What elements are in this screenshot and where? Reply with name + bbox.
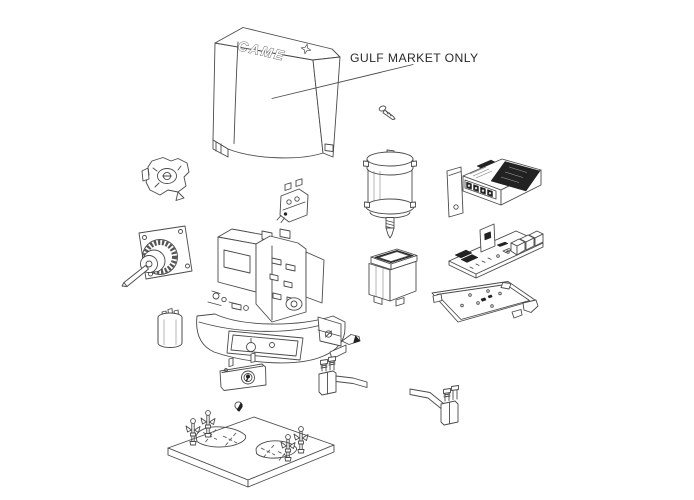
control-board-assembly bbox=[446, 158, 542, 218]
limit-bracket-right bbox=[409, 385, 459, 426]
foundation-plate bbox=[167, 410, 335, 488]
came-symbol-icon bbox=[300, 43, 312, 55]
release-knob-assembly bbox=[121, 225, 193, 287]
capacitor bbox=[157, 308, 183, 348]
motor bbox=[363, 149, 417, 239]
leader-line bbox=[271, 64, 414, 99]
heatsink bbox=[490, 161, 541, 192]
control-pcb bbox=[448, 223, 544, 279]
cam-lever bbox=[324, 330, 361, 345]
release-key bbox=[234, 401, 243, 412]
annotation-group: GULF MARKET ONLY bbox=[271, 51, 479, 99]
limit-bracket-left bbox=[318, 356, 368, 396]
gearbox-housing bbox=[196, 228, 347, 364]
product-cover: CAME bbox=[212, 27, 341, 159]
release-door bbox=[219, 352, 267, 391]
gulf-market-label: GULF MARKET ONLY bbox=[350, 51, 479, 65]
transformer bbox=[368, 248, 418, 307]
screw-icon bbox=[378, 105, 396, 120]
microswitch bbox=[276, 178, 309, 223]
mounting-plate bbox=[431, 281, 539, 323]
gate-footprint-right bbox=[255, 440, 298, 459]
housing-base bbox=[196, 313, 347, 364]
limit-gear bbox=[141, 157, 190, 201]
